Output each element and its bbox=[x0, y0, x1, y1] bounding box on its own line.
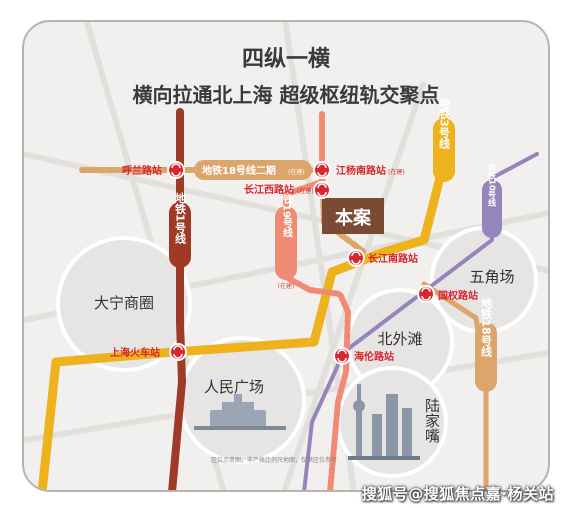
line19-badge: 地铁19号线 bbox=[275, 183, 297, 280]
area-wujiaochang: 五角场 bbox=[469, 268, 514, 286]
station-shanghai-railway: 上海火车站 bbox=[110, 346, 160, 359]
station-changjiangxi-note: (在建) bbox=[297, 187, 314, 195]
interchange-icon-hailun bbox=[333, 347, 351, 365]
line1-label: 地铁1号线 bbox=[174, 191, 187, 245]
metro-map: 地铁1号线 地铁3号线 地铁10号线 地铁18号线 地铁19号线 地铁18号线二… bbox=[24, 22, 548, 490]
station-guoquan: 国权路站 bbox=[438, 289, 478, 302]
line19-sublabel: (在建) bbox=[278, 282, 295, 290]
interchange-icon-changjiangxi bbox=[313, 181, 331, 199]
line19-label: 地铁19号线 bbox=[281, 183, 293, 239]
station-jiangyangnan: 江杨南路站 bbox=[336, 164, 386, 177]
station-hulan: 呼兰路站 bbox=[122, 164, 162, 177]
area-lujiazui: 陆家嘴 bbox=[423, 398, 441, 444]
project-marker: 本案 bbox=[322, 198, 384, 234]
project-label: 本案 bbox=[335, 207, 372, 229]
station-hailun: 海伦路站 bbox=[354, 350, 394, 363]
renmin-building-illustration bbox=[194, 394, 286, 430]
line19-path bbox=[283, 111, 351, 490]
interchange-icon-shanghai-railway bbox=[169, 343, 187, 361]
line1-badge: 地铁1号线 bbox=[169, 191, 191, 268]
area-daning: 大宁商圈 bbox=[94, 294, 154, 312]
line10-label: 地铁10号线 bbox=[488, 162, 497, 207]
station-labels: 呼兰路站 江杨南路站 (在建) 长江西路站 (在建) 长江南路站 国权路站 上海… bbox=[110, 164, 478, 363]
interchange-icon-jiangyangnan bbox=[313, 161, 331, 179]
area-renmin: 人民广场 bbox=[204, 378, 264, 396]
line18p2-sublabel: (在建) bbox=[288, 168, 305, 176]
map-card: 地铁1号线 地铁3号线 地铁10号线 地铁18号线 地铁19号线 地铁18号线二… bbox=[22, 20, 550, 492]
area-beiwaitan: 北外滩 bbox=[377, 330, 422, 348]
line18p2-label: 地铁18号线二期 bbox=[202, 164, 276, 177]
line-labels: 地铁1号线 地铁3号线 地铁10号线 地铁18号线 地铁19号线 地铁18号线二… bbox=[169, 96, 502, 392]
station-jiangyangnan-note: (在建) bbox=[388, 168, 405, 176]
line3-path bbox=[37, 111, 449, 490]
line10-badge: 地铁10号线 bbox=[482, 162, 502, 238]
interchange-icon-changjiangnan bbox=[347, 249, 365, 267]
interchange-icon-hulan bbox=[167, 161, 185, 179]
station-changjiangnan: 长江南路站 bbox=[368, 252, 418, 265]
line18p2-badge: 地铁18号线二期 (在建) bbox=[194, 160, 312, 180]
station-changjiangxi: 长江西路站 bbox=[244, 183, 294, 196]
line3-label: 地铁3号线 bbox=[438, 96, 451, 150]
footnote: 区位示意图，非严格比例尺地图，仅供区位参考 bbox=[211, 456, 337, 464]
line3-badge: 地铁3号线 bbox=[433, 96, 455, 182]
line18-badge: 地铁18号线 bbox=[475, 296, 497, 392]
interchange-icons bbox=[167, 161, 435, 365]
line18-label: 地铁18号线 bbox=[480, 296, 493, 357]
page-subtitle: 横向拉通北上海 超级枢纽轨交聚点 bbox=[133, 83, 440, 107]
daning-circle bbox=[56, 236, 192, 372]
header: 四纵一横 横向拉通北上海 超级枢纽轨交聚点 bbox=[133, 47, 440, 107]
lujiazui-skyline-illustration bbox=[348, 384, 420, 460]
area-labels: 大宁商圈 人民广场 五角场 北外滩 陆家嘴 bbox=[94, 268, 515, 444]
page-title: 四纵一横 bbox=[242, 47, 330, 72]
watermark: 搜狐号@搜狐焦点嘉·杨关站 bbox=[361, 485, 554, 503]
interchange-icon-guoquan bbox=[417, 285, 435, 303]
